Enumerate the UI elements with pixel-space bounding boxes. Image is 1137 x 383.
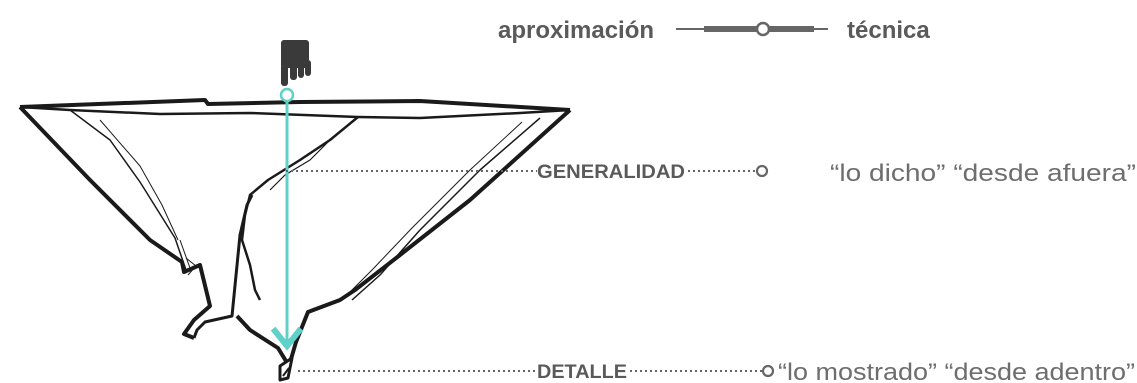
arrow-origin-dot [279, 87, 295, 103]
detalle-description: “lo mostrado” “desde adentro” [778, 359, 1135, 383]
generalidad-node [755, 164, 769, 178]
generalidad-description: “lo dicho” “desde afuera” [830, 160, 1136, 187]
level-generalidad: GENERALIDAD “lo dicho” “desde afuera” [286, 160, 1136, 187]
pencil-tip-icon [278, 356, 294, 382]
hand-pointer-icon [281, 40, 311, 86]
header-right-label: técnica [847, 17, 930, 44]
approach-slider[interactable] [676, 21, 828, 37]
arrow-head [270, 326, 304, 351]
generalidad-label: GENERALIDAD [537, 162, 685, 183]
level-detalle: DETALLE “lo mostrado” “desde adentro” [298, 359, 1135, 383]
direction-arrow [270, 87, 304, 351]
detalle-node [761, 364, 775, 378]
header-left-label: aproximación [498, 17, 654, 44]
slider-knob[interactable] [755, 21, 771, 37]
funnel-shape [18, 98, 572, 368]
detalle-label: DETALLE [537, 362, 627, 383]
